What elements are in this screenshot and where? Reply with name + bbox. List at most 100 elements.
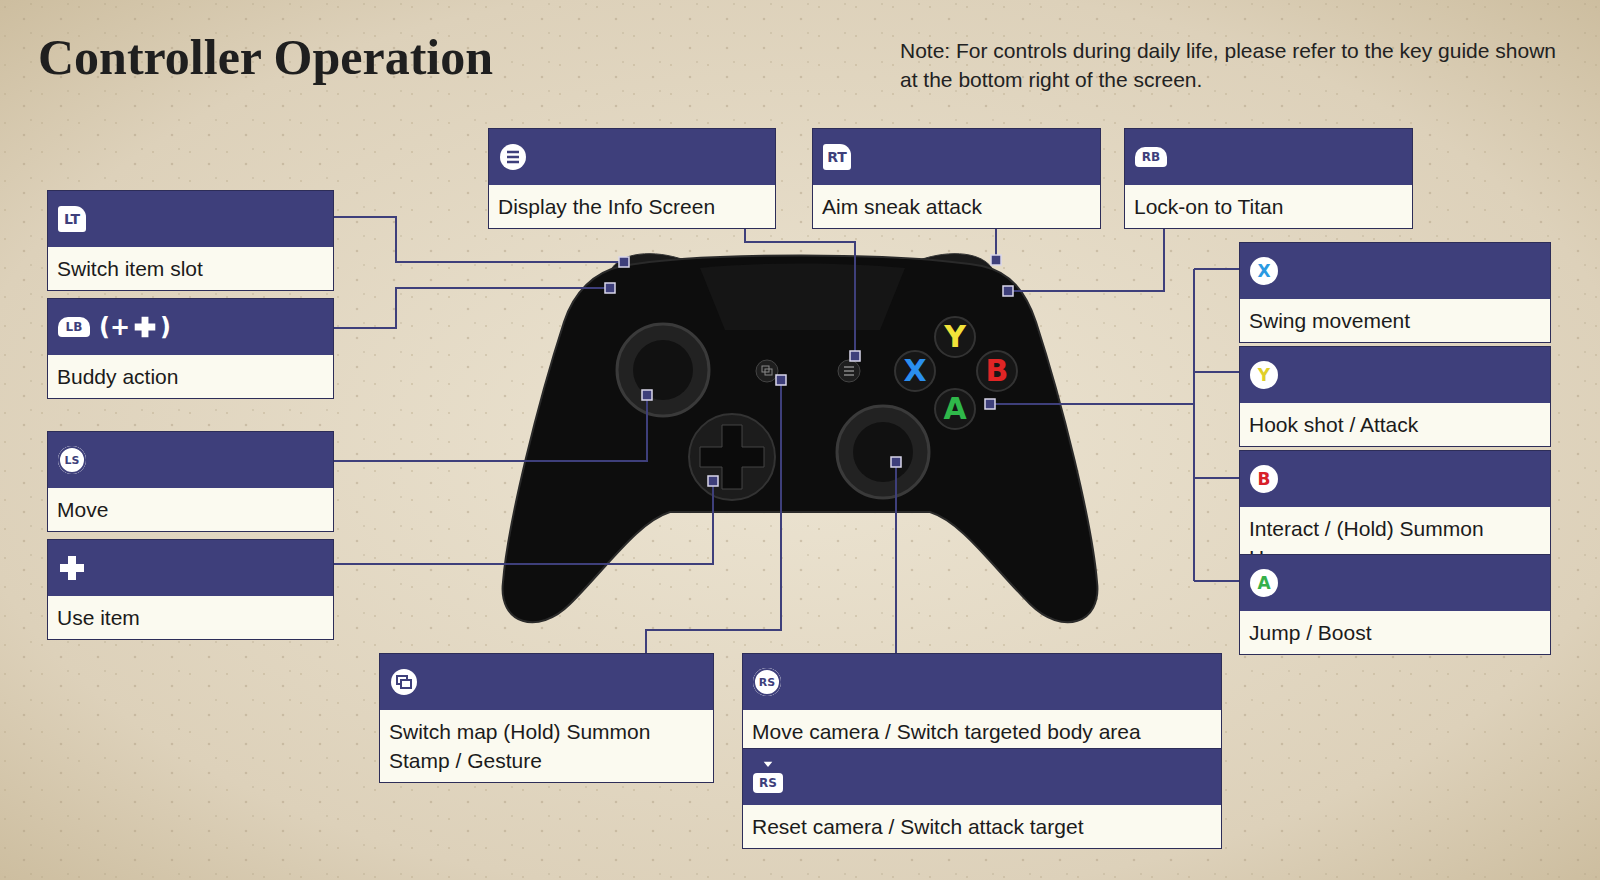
callout-box: Switch map (Hold) Summon Stamp / Gesture xyxy=(379,653,714,783)
leader-line xyxy=(334,481,713,564)
leader-dot xyxy=(776,375,786,385)
y-button xyxy=(935,317,975,357)
callout-label: Reset camera / Switch attack target xyxy=(752,812,1212,841)
bump-icon: RB xyxy=(1135,147,1167,167)
callout-header: Y xyxy=(1240,347,1550,403)
leader-dot xyxy=(642,390,652,400)
dpad xyxy=(700,425,764,489)
callout-text: Switch map (Hold) Summon Stamp / Gesture xyxy=(380,710,713,782)
leader-endpoints xyxy=(605,255,1013,486)
btn-icon: Y xyxy=(1250,361,1278,389)
trig-icon: LT xyxy=(58,206,86,232)
note-text: Note: For controls during daily life, pl… xyxy=(900,36,1560,94)
leader-line xyxy=(990,269,1239,581)
diagram-title: Controller Operation xyxy=(38,28,493,86)
leader-dot xyxy=(985,399,995,409)
gamepad xyxy=(503,254,1098,623)
header-symbol-text: (+ xyxy=(99,313,130,341)
btn-icon: X xyxy=(1250,257,1278,285)
callout-box: LB (+) Buddy action xyxy=(47,298,334,399)
callout-text: Aim sneak attack xyxy=(813,185,1100,228)
callout-box: LS Move xyxy=(47,431,334,532)
a-button xyxy=(935,389,975,429)
controller-body xyxy=(503,256,1098,623)
leader-dot xyxy=(850,351,860,361)
callout-box: Use item xyxy=(47,539,334,640)
callout-label: Move xyxy=(57,495,324,524)
callout-header: RS xyxy=(743,749,1221,805)
x-button xyxy=(895,351,935,391)
callout-header: B xyxy=(1240,451,1550,507)
callout-header: X xyxy=(1240,243,1550,299)
callout-box: AJump / Boost xyxy=(1239,554,1551,655)
view-icon xyxy=(390,668,418,696)
callout-header: A xyxy=(1240,555,1550,611)
callout-text: Swing movement xyxy=(1240,299,1550,342)
callout-header xyxy=(48,540,333,596)
stick-icon: LS xyxy=(58,446,86,474)
callout-label: Buddy action xyxy=(57,362,324,391)
callout-box: RS Move camera / Switch targeted body are… xyxy=(742,653,1222,754)
callout-text: Display the Info Screen xyxy=(489,185,775,228)
press-arrow xyxy=(762,761,774,773)
b-button xyxy=(977,351,1017,391)
callout-label: Swing movement xyxy=(1249,306,1541,335)
callout-text: Switch item slot xyxy=(48,247,333,290)
btn-icon: A xyxy=(1250,569,1278,597)
trig-icon: RT xyxy=(823,144,851,170)
controller-face xyxy=(700,264,905,331)
callout-header: LT xyxy=(48,191,333,247)
callout-box: Display the Info Screen xyxy=(488,128,776,229)
leader-dot xyxy=(991,255,1001,265)
menu-icon xyxy=(499,143,527,171)
leader-line xyxy=(334,395,647,461)
button-letter: X xyxy=(895,351,935,391)
callout-label: Aim sneak attack xyxy=(822,192,1091,221)
leader-line xyxy=(334,288,610,328)
button-letter: B xyxy=(977,351,1017,391)
callout-text: Buddy action xyxy=(48,355,333,398)
callout-label: Display the Info Screen xyxy=(498,192,766,221)
dpad-well xyxy=(689,414,775,500)
callout-header xyxy=(489,129,775,185)
bump-icon: LB xyxy=(58,317,90,337)
leader-dot xyxy=(619,257,629,267)
dpad-icon xyxy=(133,315,157,339)
callout-text: Move camera / Switch targeted body area xyxy=(743,710,1221,753)
callout-box: LT Switch item slot xyxy=(47,190,334,291)
button-letter: A xyxy=(935,389,975,429)
callout-text: Lock-on to Titan xyxy=(1125,185,1412,228)
leader-line xyxy=(1008,223,1164,291)
stick-icon: RS xyxy=(753,668,781,696)
leader-line xyxy=(895,462,897,653)
left-stick xyxy=(617,324,709,416)
callout-text: Use item xyxy=(48,596,333,639)
callout-header xyxy=(380,654,713,710)
view-glyph xyxy=(765,369,772,375)
callout-header: RT xyxy=(813,129,1100,185)
callout-label: Lock-on to Titan xyxy=(1134,192,1403,221)
stick-icon: RS xyxy=(753,773,783,793)
callout-text: Reset camera / Switch attack target xyxy=(743,805,1221,848)
dpad-icon xyxy=(58,554,86,582)
callout-box: RS Reset camera / Switch attack target xyxy=(742,748,1222,849)
callout-header: RS xyxy=(743,654,1221,710)
callout-header: LB (+) xyxy=(48,299,333,355)
callout-header: LS xyxy=(48,432,333,488)
leader-lines xyxy=(334,217,1239,653)
button-letter: Y xyxy=(935,317,975,357)
leader-line xyxy=(646,380,781,653)
right-stick xyxy=(837,406,929,498)
callout-text: Hook shot / Attack xyxy=(1240,403,1550,446)
callout-label: Use item xyxy=(57,603,324,632)
leader-dot xyxy=(605,283,615,293)
callout-text: Move xyxy=(48,488,333,531)
view-button xyxy=(756,360,778,382)
leader-dot xyxy=(891,457,901,467)
leader-line xyxy=(745,223,855,356)
callout-box: Y Hook shot / Attack xyxy=(1239,346,1551,447)
header-symbol-text: ) xyxy=(160,313,171,341)
callout-label: Hook shot / Attack xyxy=(1249,410,1541,439)
callout-label: Switch item slot xyxy=(57,254,324,283)
